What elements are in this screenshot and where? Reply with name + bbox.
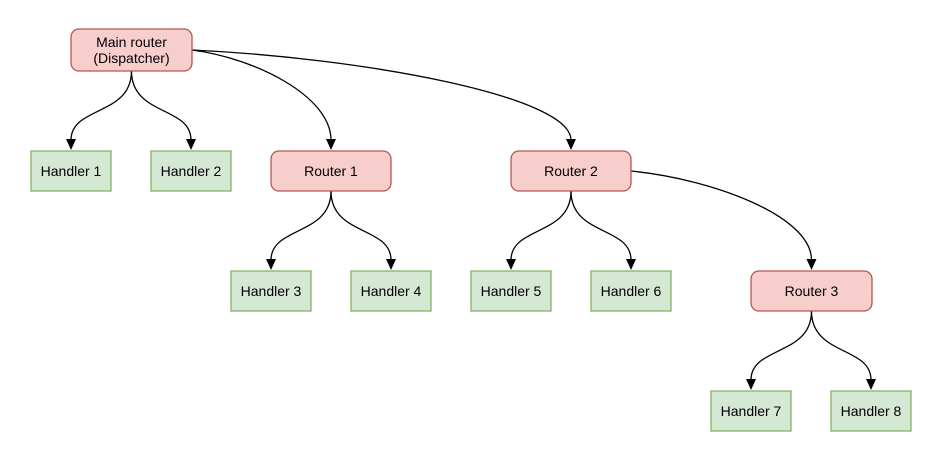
h3-label: Handler 3 [241,283,302,299]
node-r3: Router 3 [750,270,873,312]
edge-r2-r3 [630,170,813,261]
arrowhead-r1-h3 [266,259,276,270]
h4-box [350,270,432,312]
h6-label-line: Handler 6 [601,283,662,299]
r2-box [510,150,632,192]
node-h6: Handler 6 [590,270,672,312]
edge-main-r2 [191,49,572,141]
node-h7: Handler 7 [710,390,792,432]
arrowhead-r2-h6 [626,259,636,270]
main-label: Main router(Dispatcher) [93,34,169,66]
edge-r1-h4 [330,190,392,261]
h6-label: Handler 6 [601,283,662,299]
arrowhead-main-h1 [66,139,76,150]
arrowhead-main-h2 [186,139,196,150]
h6-box [590,270,672,312]
nodes-layer: Main router(Dispatcher) Handler 1 Handler … [30,28,912,432]
h4-label: Handler 4 [361,283,422,299]
r1-label-line: Router 1 [304,163,358,179]
h7-label-line: Handler 7 [721,403,782,419]
arrowhead-r3-h7 [746,379,756,390]
h3-box [230,270,312,312]
h5-label: Handler 5 [481,283,542,299]
node-h4: Handler 4 [350,270,432,312]
node-h1: Handler 1 [30,150,112,192]
node-h3: Handler 3 [230,270,312,312]
r1-label: Router 1 [304,163,358,179]
node-r2: Router 2 [510,150,632,192]
edge-r3-h8 [810,310,872,381]
edge-main-h2 [130,70,192,141]
arrowhead-r2-h5 [506,259,516,270]
h3-label-line: Handler 3 [241,283,302,299]
node-main: Main router(Dispatcher) [70,28,193,72]
arrowhead-r2-r3 [806,259,817,270]
edge-r2-h6 [570,190,632,261]
h5-label-line: Handler 5 [481,283,542,299]
node-h8: Handler 8 [830,390,912,432]
edge-main-h1 [70,70,133,141]
h2-label-line: Handler 2 [161,163,222,179]
edges-layer [66,49,876,390]
h8-label-line: Handler 8 [841,403,902,419]
h2-label: Handler 2 [161,163,222,179]
arrowhead-main-r1 [326,139,336,150]
r3-label-line: Router 3 [785,283,839,299]
node-r1: Router 1 [270,150,392,192]
h2-box [150,150,232,192]
r2-label: Router 2 [544,163,598,179]
r2-label-line: Router 2 [544,163,598,179]
h7-label: Handler 7 [721,403,782,419]
node-h5: Handler 5 [470,270,552,312]
arrowhead-r3-h8 [866,379,876,390]
arrowhead-main-r2 [566,139,576,150]
h8-label: Handler 8 [841,403,902,419]
h1-box [30,150,112,192]
r3-label: Router 3 [785,283,839,299]
h5-box [470,270,552,312]
r3-box [750,270,873,312]
arrowhead-r1-h4 [386,259,396,270]
h1-label: Handler 1 [41,163,102,179]
r1-box [270,150,392,192]
main-box [70,28,193,72]
edge-r3-h7 [750,310,813,381]
edge-r2-h5 [510,190,572,261]
h1-label-line: Handler 1 [41,163,102,179]
main-label-line: Main router [96,34,167,50]
h7-box [710,390,792,432]
node-h2: Handler 2 [150,150,232,192]
h8-box [830,390,912,432]
main-label-line: (Dispatcher) [93,50,169,66]
edge-r1-h3 [270,190,332,261]
h4-label-line: Handler 4 [361,283,422,299]
edge-main-r1 [191,49,332,141]
